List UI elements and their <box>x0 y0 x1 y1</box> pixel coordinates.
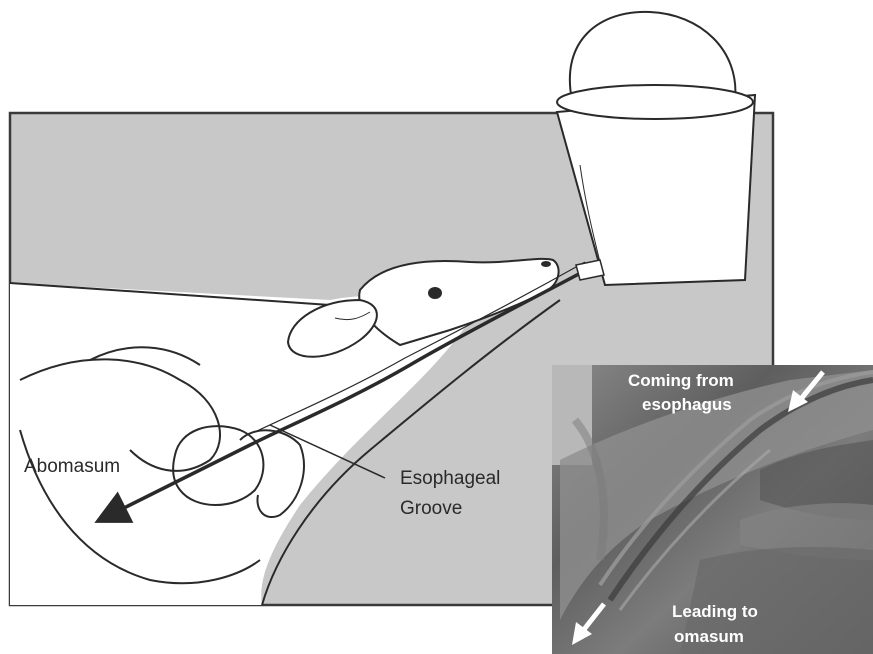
photo-label-coming-from: Coming from <box>628 371 734 390</box>
label-esophageal: Esophageal <box>400 468 500 489</box>
photo-label-esophagus: esophagus <box>642 395 732 414</box>
label-abomasum: Abomasum <box>24 456 120 477</box>
label-groove: Groove <box>400 498 462 519</box>
photo-label-omasum: omasum <box>674 627 744 646</box>
photo-label-leading-to: Leading to <box>672 602 758 621</box>
